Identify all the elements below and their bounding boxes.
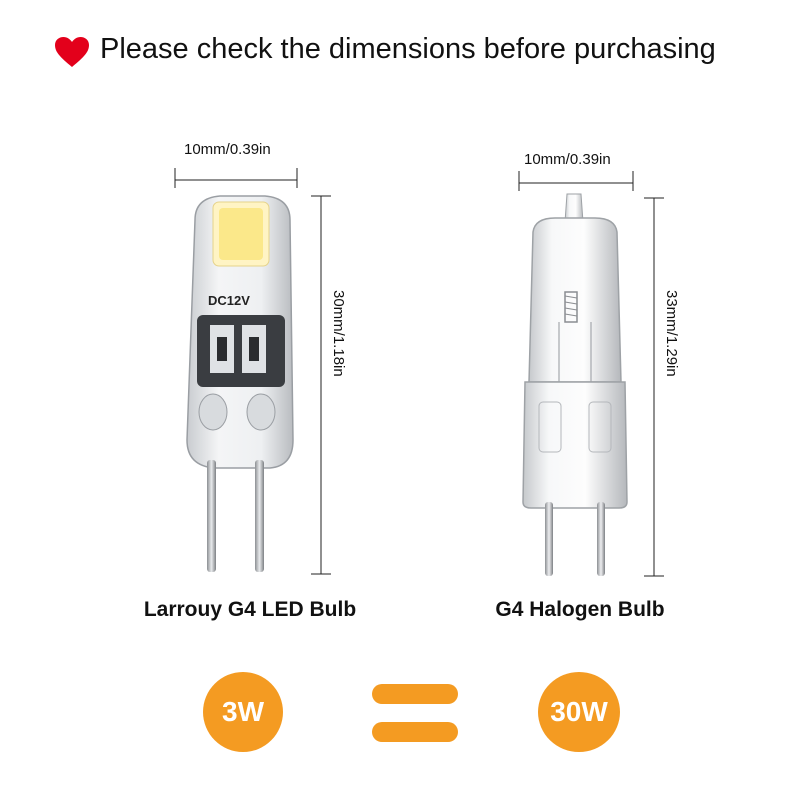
left-height-dimension	[311, 195, 331, 575]
equals-bar-top	[372, 684, 458, 704]
header-banner: Please check the dimensions before purch…	[0, 28, 800, 68]
equals-bar-bottom	[372, 722, 458, 742]
halogen-bulb-image	[522, 193, 628, 576]
right-wattage-badge: 30W	[538, 672, 620, 752]
halogen-bulb-caption: G4 Halogen Bulb	[495, 598, 665, 621]
left-width-label: 10mm/0.39in	[184, 141, 271, 158]
equals-icon	[372, 684, 458, 742]
led-bulb-image: DC12V	[186, 195, 294, 572]
led-bulb-caption: Larrouy G4 LED Bulb	[143, 598, 357, 621]
heart-icon	[55, 37, 89, 67]
left-height-label: 30mm/1.18in	[330, 290, 347, 377]
right-width-label: 10mm/0.39in	[524, 151, 611, 168]
left-width-dimension	[174, 168, 298, 188]
right-width-dimension	[518, 171, 634, 191]
right-wattage: 30W	[550, 696, 608, 727]
header-text: Please check the dimensions before purch…	[100, 33, 716, 65]
right-height-label: 33mm/1.29in	[663, 290, 680, 377]
right-height-dimension	[644, 197, 664, 577]
left-wattage-badge: 3W	[203, 672, 283, 752]
left-wattage: 3W	[222, 696, 264, 727]
voltage-marking: DC12V	[208, 293, 250, 308]
